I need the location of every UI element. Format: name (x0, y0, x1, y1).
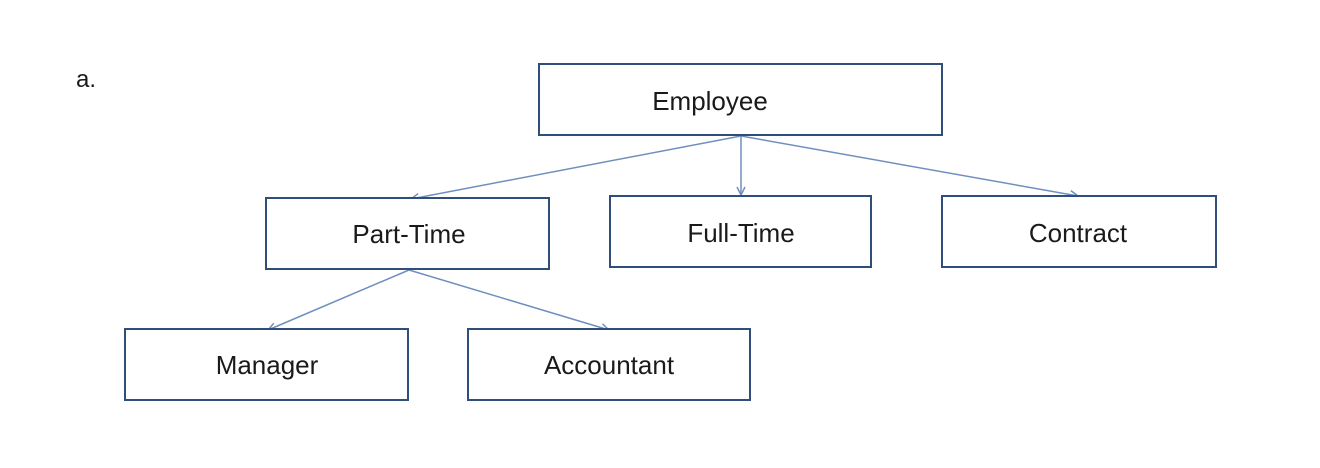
node-contract-label: Contract (1029, 218, 1128, 248)
edge-part-time-manager (268, 269, 410, 330)
edge-employee-part-time (411, 135, 742, 199)
node-full-time-label: Full-Time (687, 218, 794, 248)
node-contract: Contract (941, 195, 1217, 268)
node-part-time: Part-Time (265, 197, 550, 270)
node-employee-label: Employee (652, 86, 768, 116)
node-manager: Manager (124, 328, 409, 401)
node-full-time: Full-Time (609, 195, 872, 268)
edge-part-time-accountant (408, 269, 609, 330)
node-accountant-label: Accountant (544, 350, 675, 380)
node-part-time-label: Part-Time (352, 219, 465, 249)
edge-employee-contract (740, 135, 1078, 196)
node-employee: Employee (538, 63, 943, 136)
node-accountant: Accountant (467, 328, 751, 401)
diagram-label: a. (76, 66, 97, 93)
node-manager-label: Manager (216, 350, 319, 380)
